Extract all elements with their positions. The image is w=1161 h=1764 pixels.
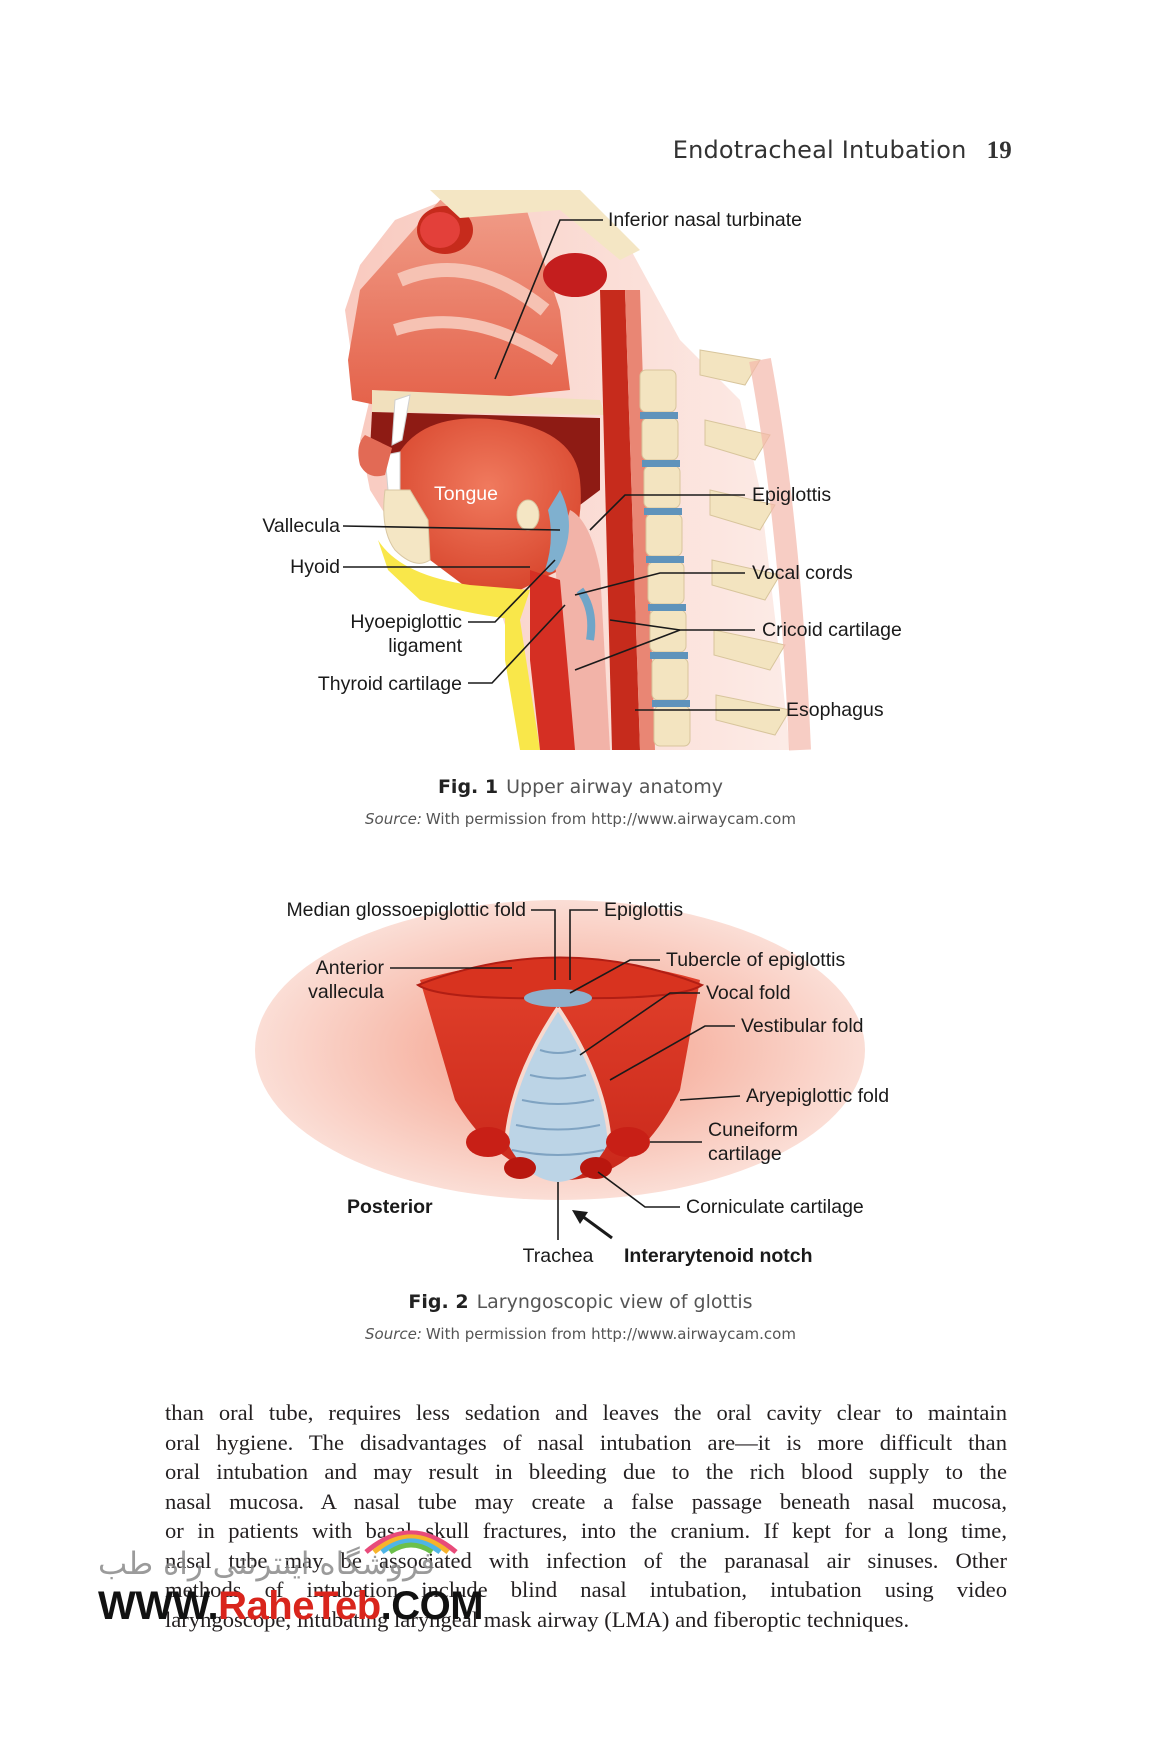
leader-thyroid [468, 604, 566, 684]
leader-corniculate [597, 1171, 680, 1208]
page-number: 19 [986, 137, 1012, 164]
body-paragraph: than oral tube, requires less sedation a… [165, 1398, 1007, 1634]
body-line: nasal mucosa. A nasal tube may create a … [165, 1488, 1007, 1514]
label-tongue: Tongue [434, 483, 498, 505]
figure-2-source: Source:With permission from http://www.a… [0, 1325, 1161, 1343]
upper-airway-illustration: Tongue Inferior nasal turbinate Vallecul… [262, 190, 902, 751]
leader-vestibular-fold [609, 1025, 735, 1081]
figure-2-number: Fig. 2 [408, 1291, 469, 1313]
label-trachea: Trachea [523, 1245, 594, 1267]
label-vestibular-fold: Vestibular fold [741, 1015, 864, 1037]
label-median-glossoepiglottic-fold: Median glossoepiglottic fold [286, 899, 526, 921]
label-cuneiform-line1: Cuneiform [708, 1119, 798, 1141]
label-hyoid: Hyoid [290, 556, 340, 578]
leader-epiglottis [589, 494, 745, 531]
leader-median-glossoepiglottic-fold [531, 909, 556, 980]
label-thyroid-cartilage: Thyroid cartilage [318, 673, 462, 695]
figure-2-source-label: Source: [365, 1325, 422, 1343]
leader-tubercle [569, 959, 660, 994]
label-vocal-cords: Vocal cords [752, 562, 853, 584]
leader-vocal-cords [574, 572, 745, 596]
body-line: nasal tube may be associated with infect… [165, 1547, 1007, 1573]
leader-cricoid-b [574, 629, 681, 671]
label-epiglottis: Epiglottis [752, 484, 831, 506]
figure-2: Median glossoepiglottic fold Epiglottis … [0, 880, 1161, 1280]
figure-1: Tongue Inferior nasal turbinate Vallecul… [0, 190, 1161, 760]
label-interarytenoid-notch: Interarytenoid notch [624, 1245, 813, 1267]
label-vallecula-2: vallecula [308, 981, 384, 1003]
leader-vocal-fold [579, 992, 700, 1056]
label-epiglottis-2: Epiglottis [604, 899, 683, 921]
arrowhead-interarytenoid-notch [572, 1210, 588, 1224]
figure-1-caption: Fig. 1 Upper airway anatomy [0, 776, 1161, 798]
body-line: oral intubation and may result in bleedi… [165, 1459, 1007, 1484]
label-anterior: Anterior [316, 957, 385, 979]
label-hyoepiglottic-line1: Hyoepiglottic [350, 611, 462, 633]
figure-1-caption-text: Upper airway anatomy [506, 776, 724, 798]
figure-1-source: Source:With permission from http://www.a… [0, 810, 1161, 828]
label-aryepiglottic-fold: Aryepiglottic fold [746, 1085, 889, 1107]
label-cuneiform-line2: cartilage [708, 1143, 782, 1165]
glottis-illustration: Median glossoepiglottic fold Epiglottis … [255, 899, 889, 1267]
running-header: Endotracheal Intubation 19 [600, 136, 1012, 165]
figure-2-source-text: With permission from http://www.airwayca… [425, 1325, 796, 1343]
figure-2-caption: Fig. 2 Laryngoscopic view of glottis [0, 1291, 1161, 1313]
chapter-title: Endotracheal Intubation [672, 136, 967, 164]
body-line: methods of intubation include blind nasa… [165, 1577, 1007, 1602]
figure-1-source-label: Source: [365, 810, 422, 828]
body-line: than oral tube, requires less sedation a… [165, 1400, 1007, 1425]
label-hyoepiglottic-line2: ligament [388, 635, 462, 657]
body-line: laryngoscope, intubating laryngeal mask … [165, 1606, 910, 1632]
label-inferior-nasal-turbinate: Inferior nasal turbinate [608, 209, 802, 231]
body-line: oral hygiene. The disadvantages of nasal… [165, 1429, 1007, 1455]
leader-inferior-nasal-turbinate [494, 219, 603, 380]
leader-vallecula [342, 525, 561, 531]
figure-2-caption-text: Laryngoscopic view of glottis [476, 1291, 753, 1313]
leader-epiglottis-2 [569, 909, 598, 980]
leader-aryepiglottic-fold [679, 1095, 741, 1101]
body-line: or in patients with basal skull fracture… [165, 1518, 1007, 1543]
label-corniculate-cartilage: Corniculate cartilage [686, 1196, 864, 1218]
leader-hyoepiglottic [468, 559, 556, 623]
label-vallecula: Vallecula [262, 515, 340, 537]
label-vocal-fold: Vocal fold [706, 982, 791, 1004]
figure-1-number: Fig. 1 [437, 776, 499, 798]
label-posterior: Posterior [347, 1196, 433, 1218]
label-cricoid-cartilage: Cricoid cartilage [762, 619, 902, 641]
figure-1-source-text: With permission from http://www.airwayca… [425, 810, 796, 828]
label-tubercle-of-epiglottis: Tubercle of epiglottis [666, 949, 845, 971]
arrow-interarytenoid-notch [581, 1214, 613, 1240]
label-esophagus: Esophagus [786, 699, 884, 721]
